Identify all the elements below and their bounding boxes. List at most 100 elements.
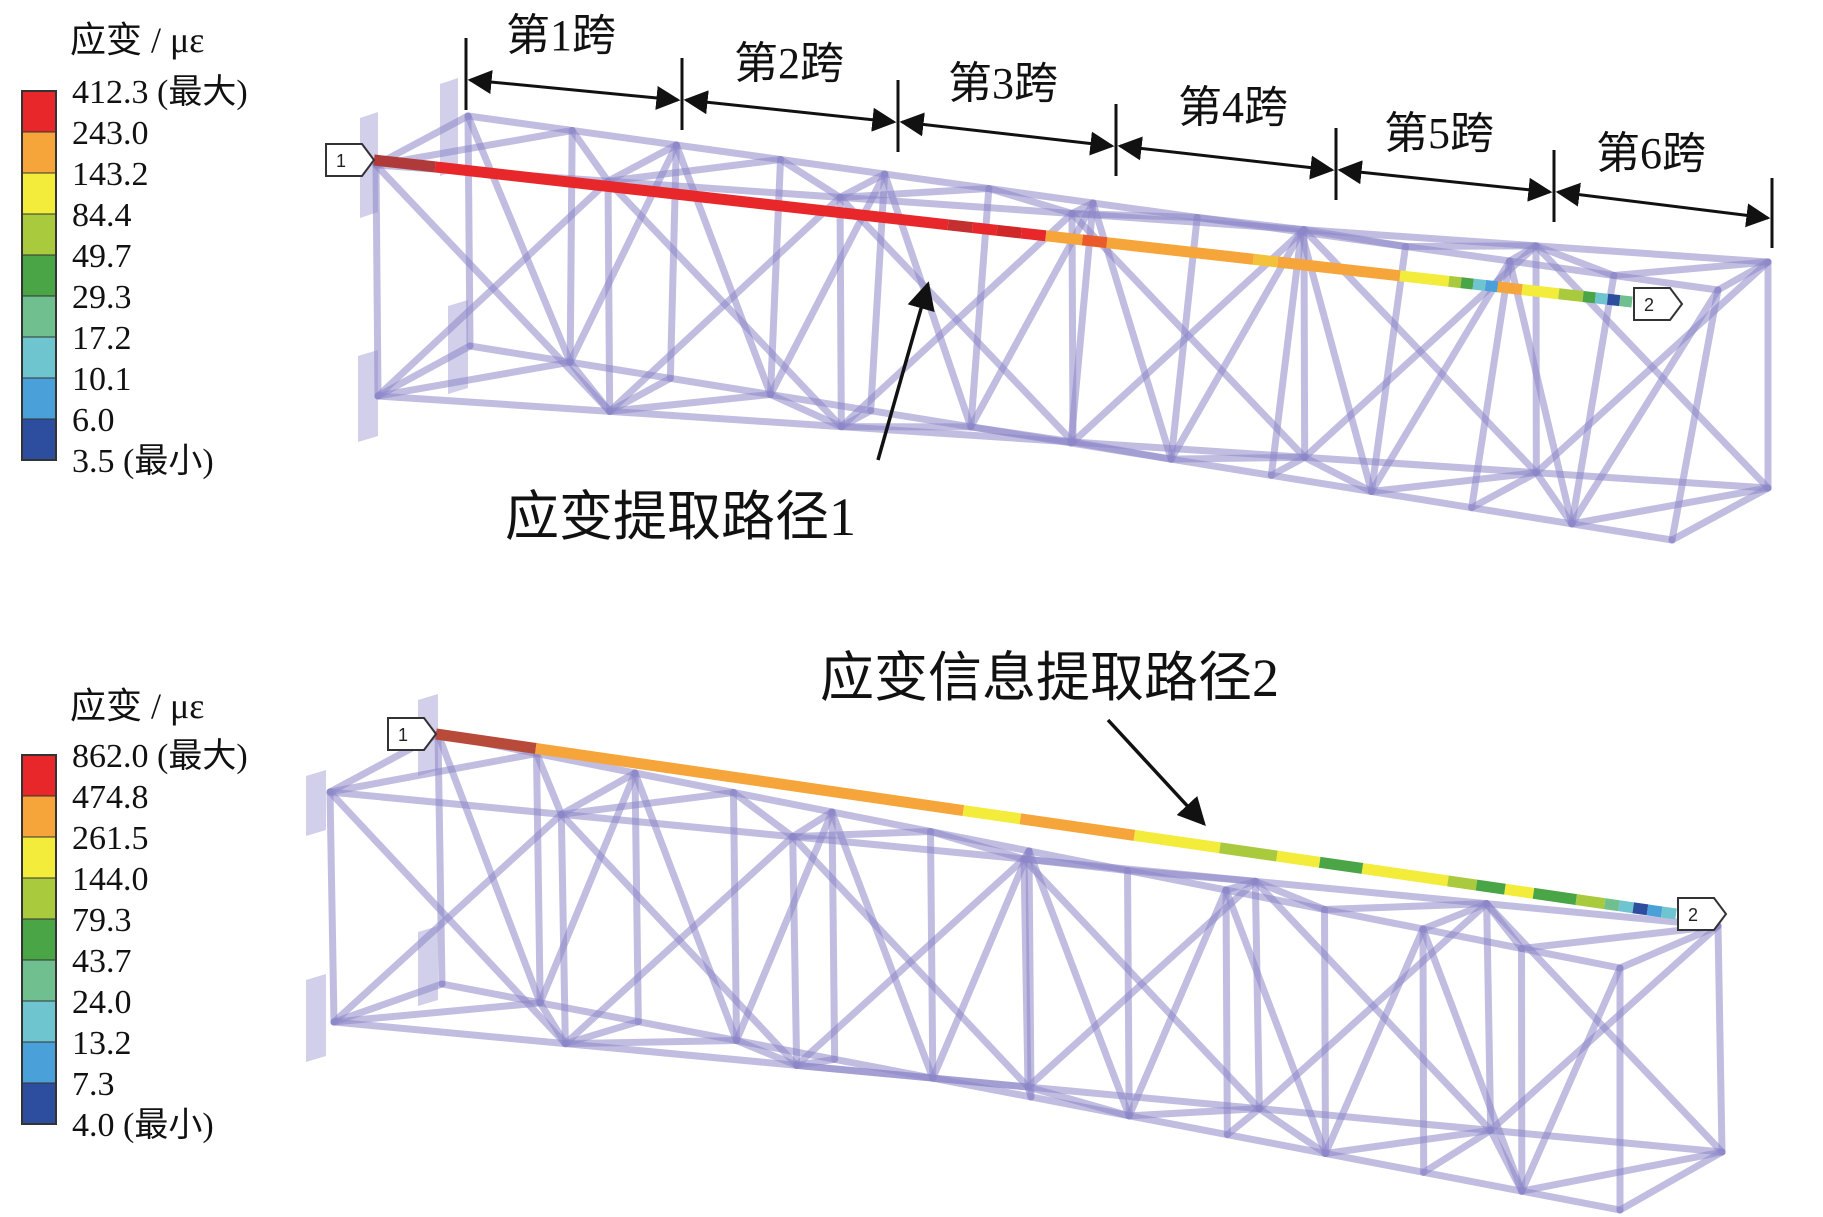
truss-member (1468, 257, 1514, 512)
strain-segment (947, 219, 974, 234)
truss-member (1069, 438, 1175, 463)
truss-member (927, 828, 937, 1082)
strain-segment (1521, 284, 1560, 300)
truss-member (1487, 922, 1722, 1134)
truss-member (1506, 242, 1540, 265)
truss-member (767, 156, 784, 398)
truss-member (828, 808, 937, 1082)
truss-member (1025, 847, 1035, 1101)
truss-member (1267, 228, 1305, 479)
legend-value: 7.3 (72, 1066, 115, 1103)
span-label: 第4跨 (1178, 83, 1288, 132)
truss-member (730, 789, 740, 1044)
truss-member (561, 1037, 740, 1048)
legend-swatch (21, 877, 57, 920)
truss-member (789, 808, 836, 841)
truss-member (1255, 1105, 1329, 1157)
truss-member (604, 156, 784, 185)
support-plates-1 (358, 78, 468, 442)
truss-member (464, 112, 574, 366)
truss-member (1297, 228, 1375, 495)
truss-member (1222, 886, 1231, 1139)
truss-member (733, 1037, 801, 1069)
strain-segment (1399, 270, 1450, 287)
truss-member (1483, 900, 1525, 952)
span-arrow (1117, 136, 1335, 180)
path1-end-node: 2 (1633, 287, 1684, 321)
legend-title: 应变 / με (70, 20, 204, 60)
strain-segment (1133, 829, 1221, 854)
strain-segment (1575, 894, 1606, 910)
strain-segment (1252, 253, 1279, 268)
truss-member (1124, 867, 1259, 885)
strain-segment (1019, 813, 1136, 841)
support-plates-2 (306, 694, 438, 1062)
truss-member (566, 141, 680, 366)
truss-member (1714, 922, 1726, 1156)
truss-member (1568, 272, 1618, 528)
strain-segment (1318, 856, 1364, 874)
truss-member (1125, 886, 1230, 1120)
legend-value: 3.5 (最小) (72, 443, 214, 480)
strain-segment (1447, 875, 1478, 891)
legend-value: 13.2 (72, 1025, 132, 1062)
truss-member (1167, 228, 1305, 463)
path2-start-node: 1 (387, 717, 438, 751)
strain-segment (534, 743, 965, 816)
truss-member (557, 769, 639, 818)
strain-segment (1504, 883, 1535, 899)
truss-member (1267, 453, 1309, 479)
legend-value: 24.0 (72, 984, 132, 1021)
truss-member (733, 808, 836, 1044)
legend-value: 412.3 (最大) (72, 73, 248, 111)
strain-segment (435, 728, 537, 754)
truss-member (1321, 906, 1329, 1157)
span-dimensions: 第1跨第2跨第3跨第4跨第5跨第6跨 (464, 11, 1774, 248)
truss-member (777, 156, 844, 201)
truss-member (330, 980, 446, 1026)
legend-value: 10.1 (72, 361, 132, 398)
legend-value: 144.0 (72, 861, 149, 898)
truss-member (606, 391, 774, 415)
strain-segment (1632, 902, 1649, 916)
truss-member (730, 789, 797, 841)
truss-member (566, 127, 576, 366)
truss-member (1322, 1126, 1495, 1157)
truss-member (789, 828, 934, 841)
legend-frame (21, 90, 57, 461)
truss-member (1068, 210, 1201, 221)
truss-member (557, 789, 737, 818)
legend-swatch (21, 959, 57, 1002)
truss-member (604, 141, 680, 185)
truss-member (1468, 469, 1540, 512)
legend-swatch (21, 131, 57, 174)
strain-segment (1582, 291, 1596, 304)
truss-member (1368, 469, 1540, 495)
span-arrow (683, 90, 897, 132)
strain-segment (1045, 230, 1084, 246)
truss-member (1223, 1105, 1263, 1139)
span-arrow (467, 70, 681, 110)
legend-swatch (21, 90, 57, 133)
truss-member (1020, 855, 1131, 874)
truss-member (330, 810, 565, 1026)
truss-member (1532, 469, 1576, 528)
legend-value: 43.7 (72, 943, 132, 980)
truss-member (1322, 925, 1427, 1157)
truss-member (1300, 226, 1409, 250)
truss-member (434, 730, 446, 988)
strain-segment (1594, 292, 1609, 305)
truss-member (606, 193, 844, 415)
strain-segment (1020, 227, 1047, 242)
legend-swatch (21, 213, 57, 256)
legend-swatch (21, 754, 57, 797)
truss-member (434, 730, 544, 1007)
strain-segment (1484, 279, 1499, 293)
truss-member (1167, 453, 1309, 463)
path2-end-node: 2 (1677, 897, 1728, 931)
truss-member (1616, 922, 1722, 972)
truss-member (1193, 214, 1308, 234)
node-label-2: 2 (1644, 295, 1654, 315)
truss-member (836, 185, 993, 201)
truss-member (1616, 1148, 1726, 1214)
